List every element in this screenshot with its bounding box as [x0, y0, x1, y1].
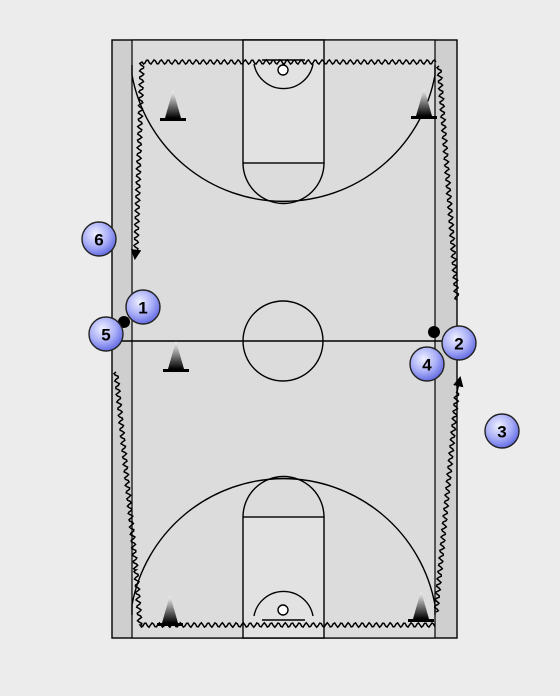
center-circle: [242, 300, 324, 382]
dribble-path-top-left: [130, 58, 437, 261]
player-5: 5: [88, 316, 124, 352]
cone-2: [411, 88, 437, 119]
player-label: 3: [497, 423, 506, 442]
midcourt-markings: [112, 300, 457, 382]
player-label: 5: [101, 326, 110, 345]
cone-5: [408, 591, 434, 622]
top-rim: [277, 64, 289, 76]
player-marker: [88, 316, 124, 352]
player-marker: [441, 325, 477, 361]
player-3: 3: [484, 413, 520, 449]
bottom-half-markings: [131, 475, 436, 639]
dribble-path-bottom-left: [112, 371, 436, 629]
bottom-free-throw-circle: [242, 475, 325, 518]
player-label: 2: [454, 335, 463, 354]
player-label: 1: [138, 299, 147, 318]
player-marker: [484, 413, 520, 449]
player-2: 2: [441, 325, 477, 361]
top-three-point-arc: [131, 65, 436, 203]
bottom-three-point-arc: [131, 477, 436, 615]
player-marker: [409, 346, 445, 382]
player-1: 1: [125, 289, 161, 325]
player-4: 4: [409, 346, 445, 382]
player-marker: [81, 221, 117, 257]
dribble-path-bottom-right: [433, 375, 464, 613]
top-restricted-arc: [253, 63, 314, 90]
dribble-paths-group: [112, 58, 464, 629]
player-marker: [125, 289, 161, 325]
cone-3: [163, 341, 189, 372]
player-6: 6: [81, 221, 117, 257]
bottom-restricted-arc: [253, 590, 314, 617]
dribble-path-top-right: [435, 65, 460, 301]
cone-1: [160, 90, 186, 121]
bottom-rim: [277, 604, 289, 616]
top-paint: [242, 39, 325, 164]
ball-player-4: [428, 326, 440, 338]
cones-group: [157, 88, 437, 626]
top-half-markings: [131, 39, 436, 205]
cone-4: [157, 595, 183, 626]
players-group: 1 2 3 4 5 6: [81, 221, 520, 449]
top-free-throw-circle: [242, 162, 325, 205]
bottom-paint: [242, 516, 325, 639]
player-label: 6: [94, 231, 103, 250]
player-label: 4: [422, 356, 432, 375]
